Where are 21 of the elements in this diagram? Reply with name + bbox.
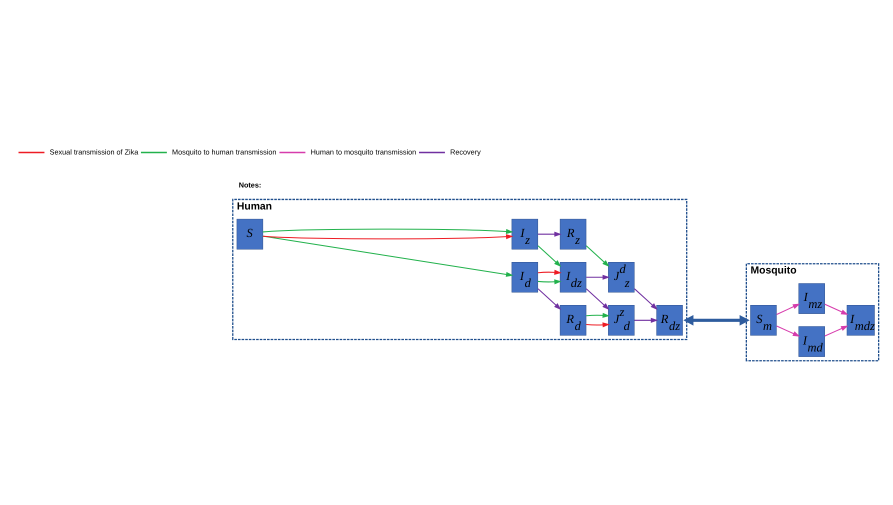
- arrow: [262, 234, 514, 239]
- arrow: [634, 288, 658, 310]
- arrow: [586, 288, 610, 310]
- arrow: [538, 288, 562, 310]
- arrow: [634, 317, 658, 322]
- arrow: [538, 244, 562, 266]
- arrow: [776, 303, 800, 314]
- arrow: [683, 314, 750, 326]
- arrow: [586, 244, 610, 266]
- arrow: [262, 235, 514, 276]
- arrow: [262, 228, 514, 234]
- arrow: [538, 269, 562, 274]
- arrow: [824, 303, 848, 314]
- arrow: [824, 325, 848, 336]
- arrow: [776, 325, 800, 336]
- arrow: [586, 312, 610, 318]
- node-box: S: [236, 218, 264, 249]
- arrow: [538, 278, 562, 284]
- arrow: [538, 231, 562, 236]
- arrow: [586, 322, 610, 327]
- arrow: [586, 274, 610, 280]
